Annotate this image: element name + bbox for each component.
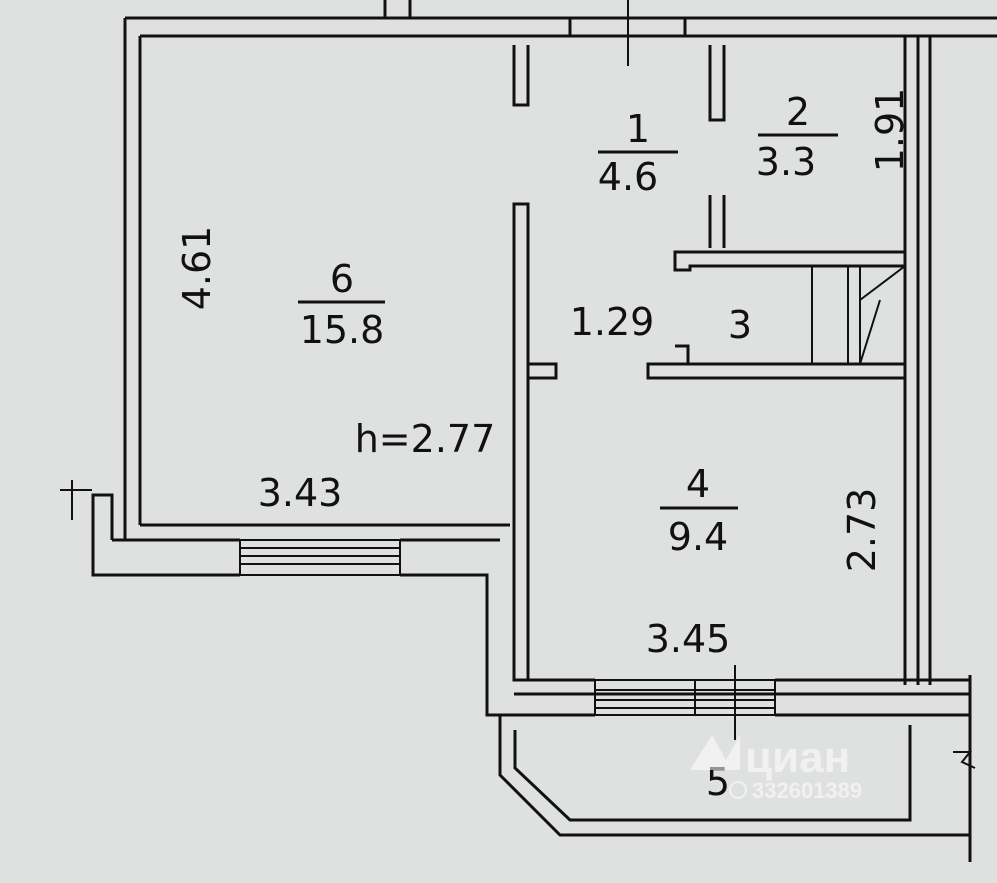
room-6-area: 15.8 xyxy=(300,308,385,352)
balcony xyxy=(498,715,970,837)
room-6-number: 6 xyxy=(330,257,354,301)
walls xyxy=(60,0,997,862)
dimension-room-6-height: 4.61 xyxy=(175,226,219,311)
room-3-top-wall xyxy=(673,250,907,272)
room-6-bottom-wall xyxy=(112,523,510,542)
watermark-id: 332601389 xyxy=(752,778,862,803)
room-4-label: 4 9.4 xyxy=(660,462,738,559)
room-6-label: 6 15.8 xyxy=(298,257,385,352)
room-3-number: 3 xyxy=(728,303,752,347)
dimension-room-4-height: 2.73 xyxy=(840,488,884,573)
top-wall xyxy=(123,16,997,540)
room-3-fixture xyxy=(811,265,906,365)
dimension-room-6-width: 3.43 xyxy=(258,471,343,515)
left-break xyxy=(60,480,92,520)
room-1-label: 1 4.6 xyxy=(598,107,678,199)
balcony-break xyxy=(953,751,976,769)
door-jambs xyxy=(512,45,726,248)
room-4-number: 4 xyxy=(686,462,710,506)
partition-wall xyxy=(512,202,530,682)
room-1-area: 4.6 xyxy=(598,155,658,199)
room-2-label: 2 3.3 xyxy=(756,90,838,184)
partition-stub xyxy=(528,362,558,380)
dimension-room-4-width: 3.45 xyxy=(646,617,731,661)
room-3-bottom-wall xyxy=(646,344,907,380)
watermark-brand: циан xyxy=(745,733,850,782)
windows xyxy=(239,539,776,740)
room-2-area: 3.3 xyxy=(756,140,816,184)
room-2-number: 2 xyxy=(786,90,810,134)
room-4-area: 9.4 xyxy=(668,515,728,559)
left-stub xyxy=(91,493,515,717)
watermark-copyright-icon xyxy=(729,781,747,799)
window-room-4 xyxy=(594,665,776,740)
room-1-number: 1 xyxy=(626,107,650,151)
room-4-bottom-wall xyxy=(500,675,972,862)
ceiling-height: h=2.77 xyxy=(355,417,496,461)
top-wall-openings xyxy=(383,0,687,36)
dimension-corridor: 1.29 xyxy=(570,300,655,344)
dimension-room-2: 1.91 xyxy=(868,88,912,173)
right-wall xyxy=(903,36,932,685)
watermark-logo-icon xyxy=(690,735,740,770)
watermark: циан 332601389 xyxy=(690,733,862,803)
window-room-6 xyxy=(239,539,401,576)
